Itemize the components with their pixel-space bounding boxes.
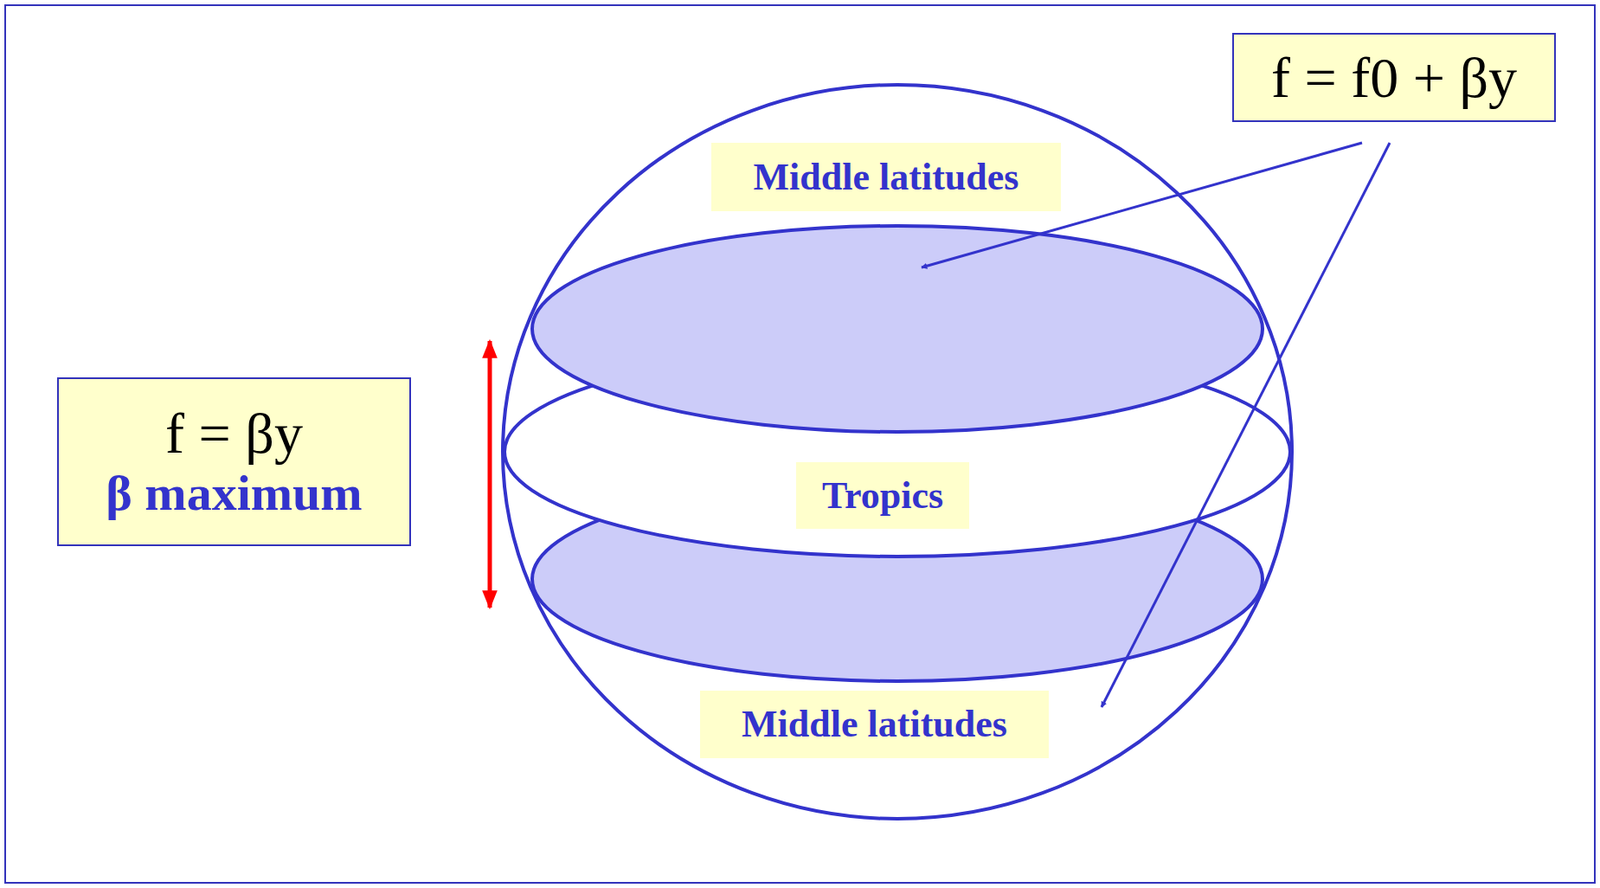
equation-box: f = βyβ maximum <box>57 377 412 547</box>
slide-frame <box>5 5 1595 883</box>
node-text: f = f0 + βy <box>1271 45 1517 110</box>
region-label: Middle latitudes <box>700 690 1049 759</box>
node-text: f = βy <box>165 401 303 466</box>
extent-arrow <box>488 340 493 608</box>
region-label: Tropics <box>796 462 970 529</box>
node-text: Tropics <box>822 474 944 517</box>
node-text: Middle latitudes <box>741 702 1008 746</box>
northern-band <box>532 225 1263 432</box>
node-subtext: β maximum <box>105 465 362 522</box>
equation-box: f = f0 + βy <box>1232 32 1556 123</box>
region-label: Middle latitudes <box>711 142 1061 212</box>
pointer-arrow <box>1101 142 1390 707</box>
node-text: Middle latitudes <box>753 155 1020 199</box>
